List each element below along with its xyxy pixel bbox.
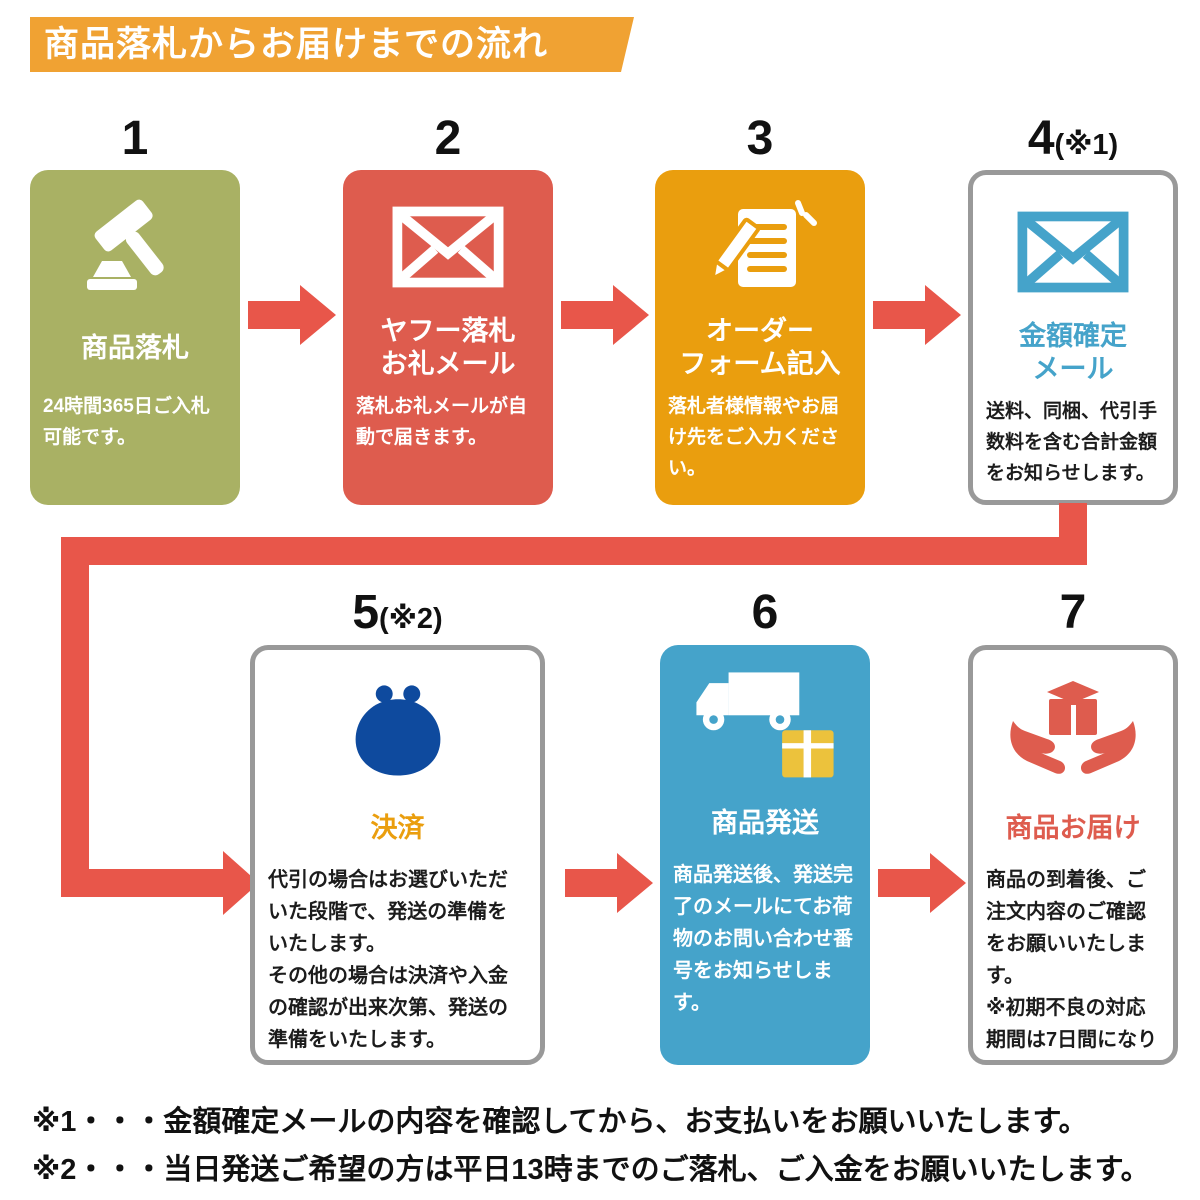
mail-icon — [343, 170, 553, 312]
step-number-suffix: (※1) — [1054, 129, 1119, 161]
step-number-suffix: (※2) — [379, 603, 443, 635]
step-body: 商品の到着後、ご注文内容のご確認をお願いいたします。 ※初期不良の対応期間は7日… — [986, 869, 1158, 1051]
coin-purse-icon — [255, 650, 540, 800]
step-card-thanks-mail: ヤフー落札 お礼メール 落札お礼メールが自動で届きます。 — [343, 170, 553, 505]
step-number-3: 3 — [655, 110, 865, 168]
step-title: ヤフー落札 お礼メール — [380, 316, 516, 379]
step-body: 落札者様情報やお届け先をご入力ください。 — [668, 396, 840, 479]
footnote-2: ※2・・・当日発送ご希望の方は平日13時までのご落札、ご入金をお願いいたします。 — [32, 1154, 1150, 1186]
step-title: 金額確定 メール — [1019, 321, 1127, 384]
step-number-text: 1 — [121, 112, 149, 165]
delivery-hands-icon — [973, 650, 1173, 800]
step-number-5: 5(※2) — [250, 584, 545, 642]
arrow-right-icon — [561, 283, 649, 347]
step-title: オーダー フォーム記入 — [679, 316, 841, 379]
step-number-2: 2 — [343, 110, 553, 168]
flow-connector — [61, 537, 1087, 565]
truck-box-icon — [660, 645, 870, 795]
step-title: 決済 — [370, 812, 425, 843]
page-title: 商品落札からお届けまでの流れ — [30, 17, 634, 72]
step-number-text: 6 — [751, 586, 779, 639]
step-card-payment: 決済 代引の場合はお選びいただいた段階で、発送の準備をいたします。 その他の場合… — [250, 645, 545, 1065]
step-card-price-mail: 金額確定 メール 送料、同梱、代引手数料を含む合計金額をお知らせします。 — [968, 170, 1178, 505]
step-title: 商品お届け — [1005, 812, 1141, 843]
step-number-7: 7 — [968, 584, 1178, 642]
footnote-1: ※1・・・金額確定メールの内容を確認してから、お支払いをお願いいたします。 — [32, 1106, 1088, 1138]
mail-icon — [973, 175, 1173, 317]
step-number-4: 4(※1) — [968, 110, 1178, 168]
step-card-auction-win: 商品落札 24時間365日ご入札可能です。 — [30, 170, 240, 505]
flow-connector — [61, 537, 89, 897]
step-number-text: 2 — [434, 112, 462, 165]
arrow-right-icon — [878, 851, 966, 915]
step-title: 商品落札 — [81, 332, 189, 363]
step-title: 商品発送 — [711, 807, 819, 838]
arrow-right-icon — [873, 283, 961, 347]
step-card-order-form: オーダー フォーム記入 落札者様情報やお届け先をご入力ください。 — [655, 170, 865, 505]
step-number-text: 3 — [746, 112, 774, 165]
step-number-text: 7 — [1059, 586, 1087, 639]
gavel-icon — [30, 170, 240, 312]
step-body: 送料、同梱、代引手数料を含む合計金額をお知らせします。 — [986, 401, 1158, 484]
step-body: 商品発送後、発送完了のメールにてお荷物のお問い合わせ番号をお知らせします。 — [673, 864, 853, 1014]
step-number-text: 5 — [352, 586, 380, 639]
flow-connector — [61, 869, 225, 897]
step-body: 落札お礼メールが自動で届きます。 — [356, 396, 528, 448]
step-number-1: 1 — [30, 110, 240, 168]
arrow-right-icon — [248, 283, 336, 347]
step-card-delivery: 商品お届け 商品の到着後、ご注文内容のご確認をお願いいたします。 ※初期不良の対… — [968, 645, 1178, 1065]
arrow-right-icon — [565, 851, 653, 915]
step-body: 代引の場合はお選びいただいた段階で、発送の準備をいたします。 その他の場合は決済… — [268, 869, 508, 1051]
step-body: 24時間365日ご入札可能です。 — [43, 396, 210, 448]
step-number-6: 6 — [660, 584, 870, 642]
step-card-shipping: 商品発送 商品発送後、発送完了のメールにてお荷物のお問い合わせ番号をお知らせしま… — [660, 645, 870, 1065]
step-number-text: 4 — [1027, 112, 1055, 165]
order-form-icon — [655, 170, 865, 312]
